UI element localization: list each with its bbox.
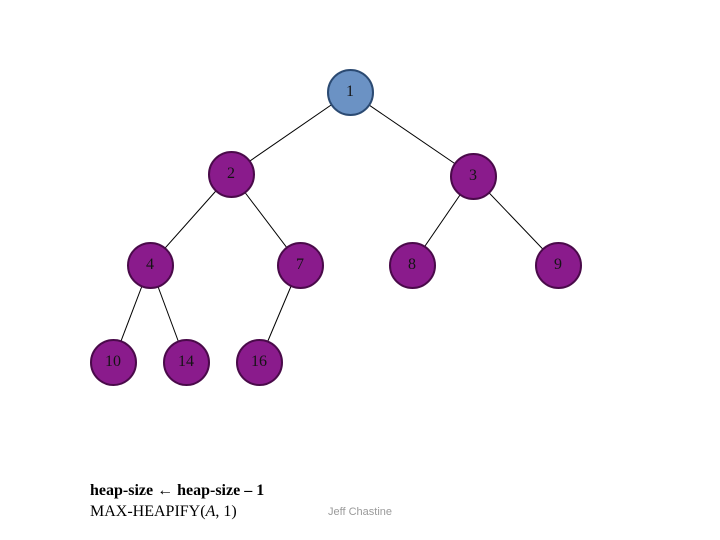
tree-node-9: 9	[534, 241, 582, 289]
pseudocode-block: heap-size ← heap-size – 1 MAX-HEAPIFY(A,…	[90, 480, 264, 522]
maxheapify-call-suffix: , 1)	[215, 503, 237, 520]
slide-footer-author: Jeff Chastine	[328, 506, 393, 518]
tree-node-2: 2	[207, 150, 255, 198]
tree-node-16: 16	[235, 338, 283, 386]
pseudocode-line-heapsize: heap-size ← heap-size – 1	[90, 482, 265, 499]
tree-edge-1-3	[349, 91, 474, 177]
maxheapify-arg-a: A	[205, 503, 216, 520]
tree-node-14: 14	[162, 338, 210, 386]
tree-node-1: 1	[326, 68, 374, 116]
tree-node-7: 7	[276, 241, 324, 289]
tree-node-8: 8	[388, 241, 436, 289]
maxheapify-call-prefix: MAX-HEAPIFY(	[90, 503, 206, 520]
tree-node-4: 4	[126, 241, 174, 289]
tree-node-10: 10	[89, 338, 137, 386]
pseudocode-line-maxheapify: MAX-HEAPIFY(A, 1)	[90, 501, 264, 522]
tree-node-3: 3	[449, 152, 497, 200]
